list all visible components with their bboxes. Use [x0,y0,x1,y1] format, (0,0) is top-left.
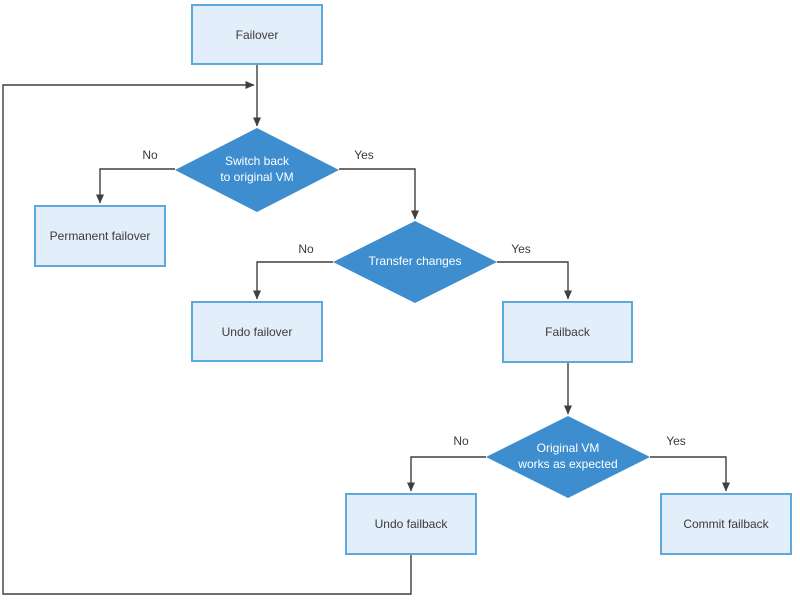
decision-original-vm-works-shape [486,416,650,498]
edge-label-transfer-changes-no: No [298,242,314,256]
node-failover: Failover [191,4,323,65]
node-undo-failback: Undo failback [345,493,477,555]
node-failback: Failback [502,301,633,363]
edge-label-switch-back-yes: Yes [354,148,374,162]
edge-transfer-changes-no-to-undo-failover [253,261,333,300]
node-undo-failover: Undo failover [191,301,323,362]
edge-label-original-vm-works-no: No [453,434,469,448]
decision-switch-back-shape [175,128,339,212]
edge-undo-failback-loop-to-start [2,81,412,595]
edge-label-transfer-changes-yes: Yes [511,242,531,256]
edge-transfer-changes-yes-to-failback [497,261,572,300]
node-commit-failback: Commit failback [660,493,792,555]
edge-original-vm-works-no-to-undo-failback [407,456,486,492]
node-permanent-failover: Permanent failover [34,205,166,267]
edge-switch-back-no-to-permanent-failover [96,168,175,204]
edge-original-vm-works-yes-to-commit-failback [650,456,730,492]
edge-label-switch-back-no: No [142,148,158,162]
edge-label-original-vm-works-yes: Yes [666,434,686,448]
decision-transfer-changes-shape [333,221,497,303]
edge-switch-back-yes-to-transfer-changes [339,168,419,220]
